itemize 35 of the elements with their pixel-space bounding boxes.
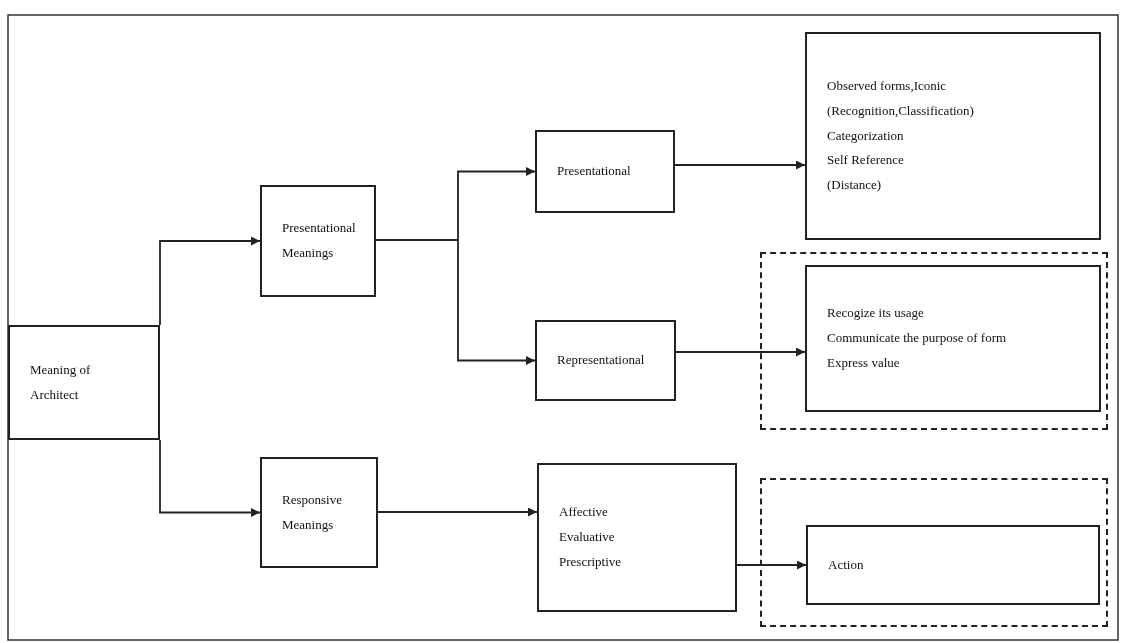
box-text: Communicate the purpose of form (827, 329, 1008, 348)
arrow (159, 439, 261, 517)
dashed-group-box (760, 252, 1108, 430)
box-text: Responsive Meanings (282, 490, 343, 534)
box-text: Presentational Meanings (282, 219, 354, 262)
dashed-group-box (760, 478, 1108, 627)
process-box (806, 525, 1100, 605)
box-text: (Distance) (827, 176, 883, 195)
process-box (535, 320, 676, 401)
box-text: Express value (827, 353, 901, 372)
box-text: Affective (559, 503, 609, 522)
box-text: Evaluative (559, 528, 616, 547)
process-box (805, 265, 1101, 412)
process-box (260, 457, 378, 568)
box-text: Recogize its usage (827, 304, 925, 323)
box-text: (Recognition,Classification) (827, 101, 975, 120)
box-text: Representational (557, 351, 646, 370)
arrow (375, 239, 536, 365)
box-text: Presentational (557, 162, 632, 181)
box-text: Observed forms,Iconic (827, 77, 948, 96)
process-box (8, 325, 160, 440)
arrow (675, 347, 806, 357)
process-box (537, 463, 737, 612)
process-box (535, 130, 675, 213)
arrow (674, 160, 806, 170)
process-box (260, 185, 376, 297)
process-box (805, 32, 1101, 240)
box-text: Self Reference (827, 151, 905, 170)
arrow (159, 236, 261, 326)
arrow (377, 507, 538, 517)
arrow (736, 560, 807, 570)
box-text: Meaning of Architect (30, 360, 92, 404)
box-text: Action (828, 555, 865, 574)
box-text: Prescriptive (559, 552, 623, 571)
box-text: Categorization (827, 126, 905, 145)
